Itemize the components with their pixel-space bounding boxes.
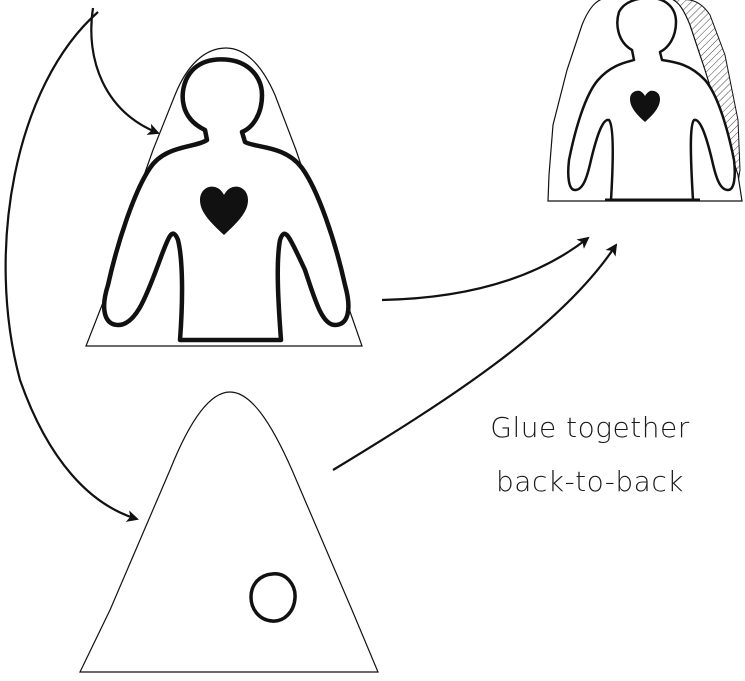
instruction-line-1: Glue together (470, 411, 710, 444)
instruction-line-2: back-to-back (470, 465, 710, 498)
back-outline (80, 392, 378, 672)
arrow-to-front (91, 8, 158, 133)
assembled-figure (548, 0, 742, 201)
front-cutout-piece (86, 48, 362, 346)
arrow-front-to-assembled (382, 238, 588, 300)
back-cutout-piece (80, 392, 378, 672)
